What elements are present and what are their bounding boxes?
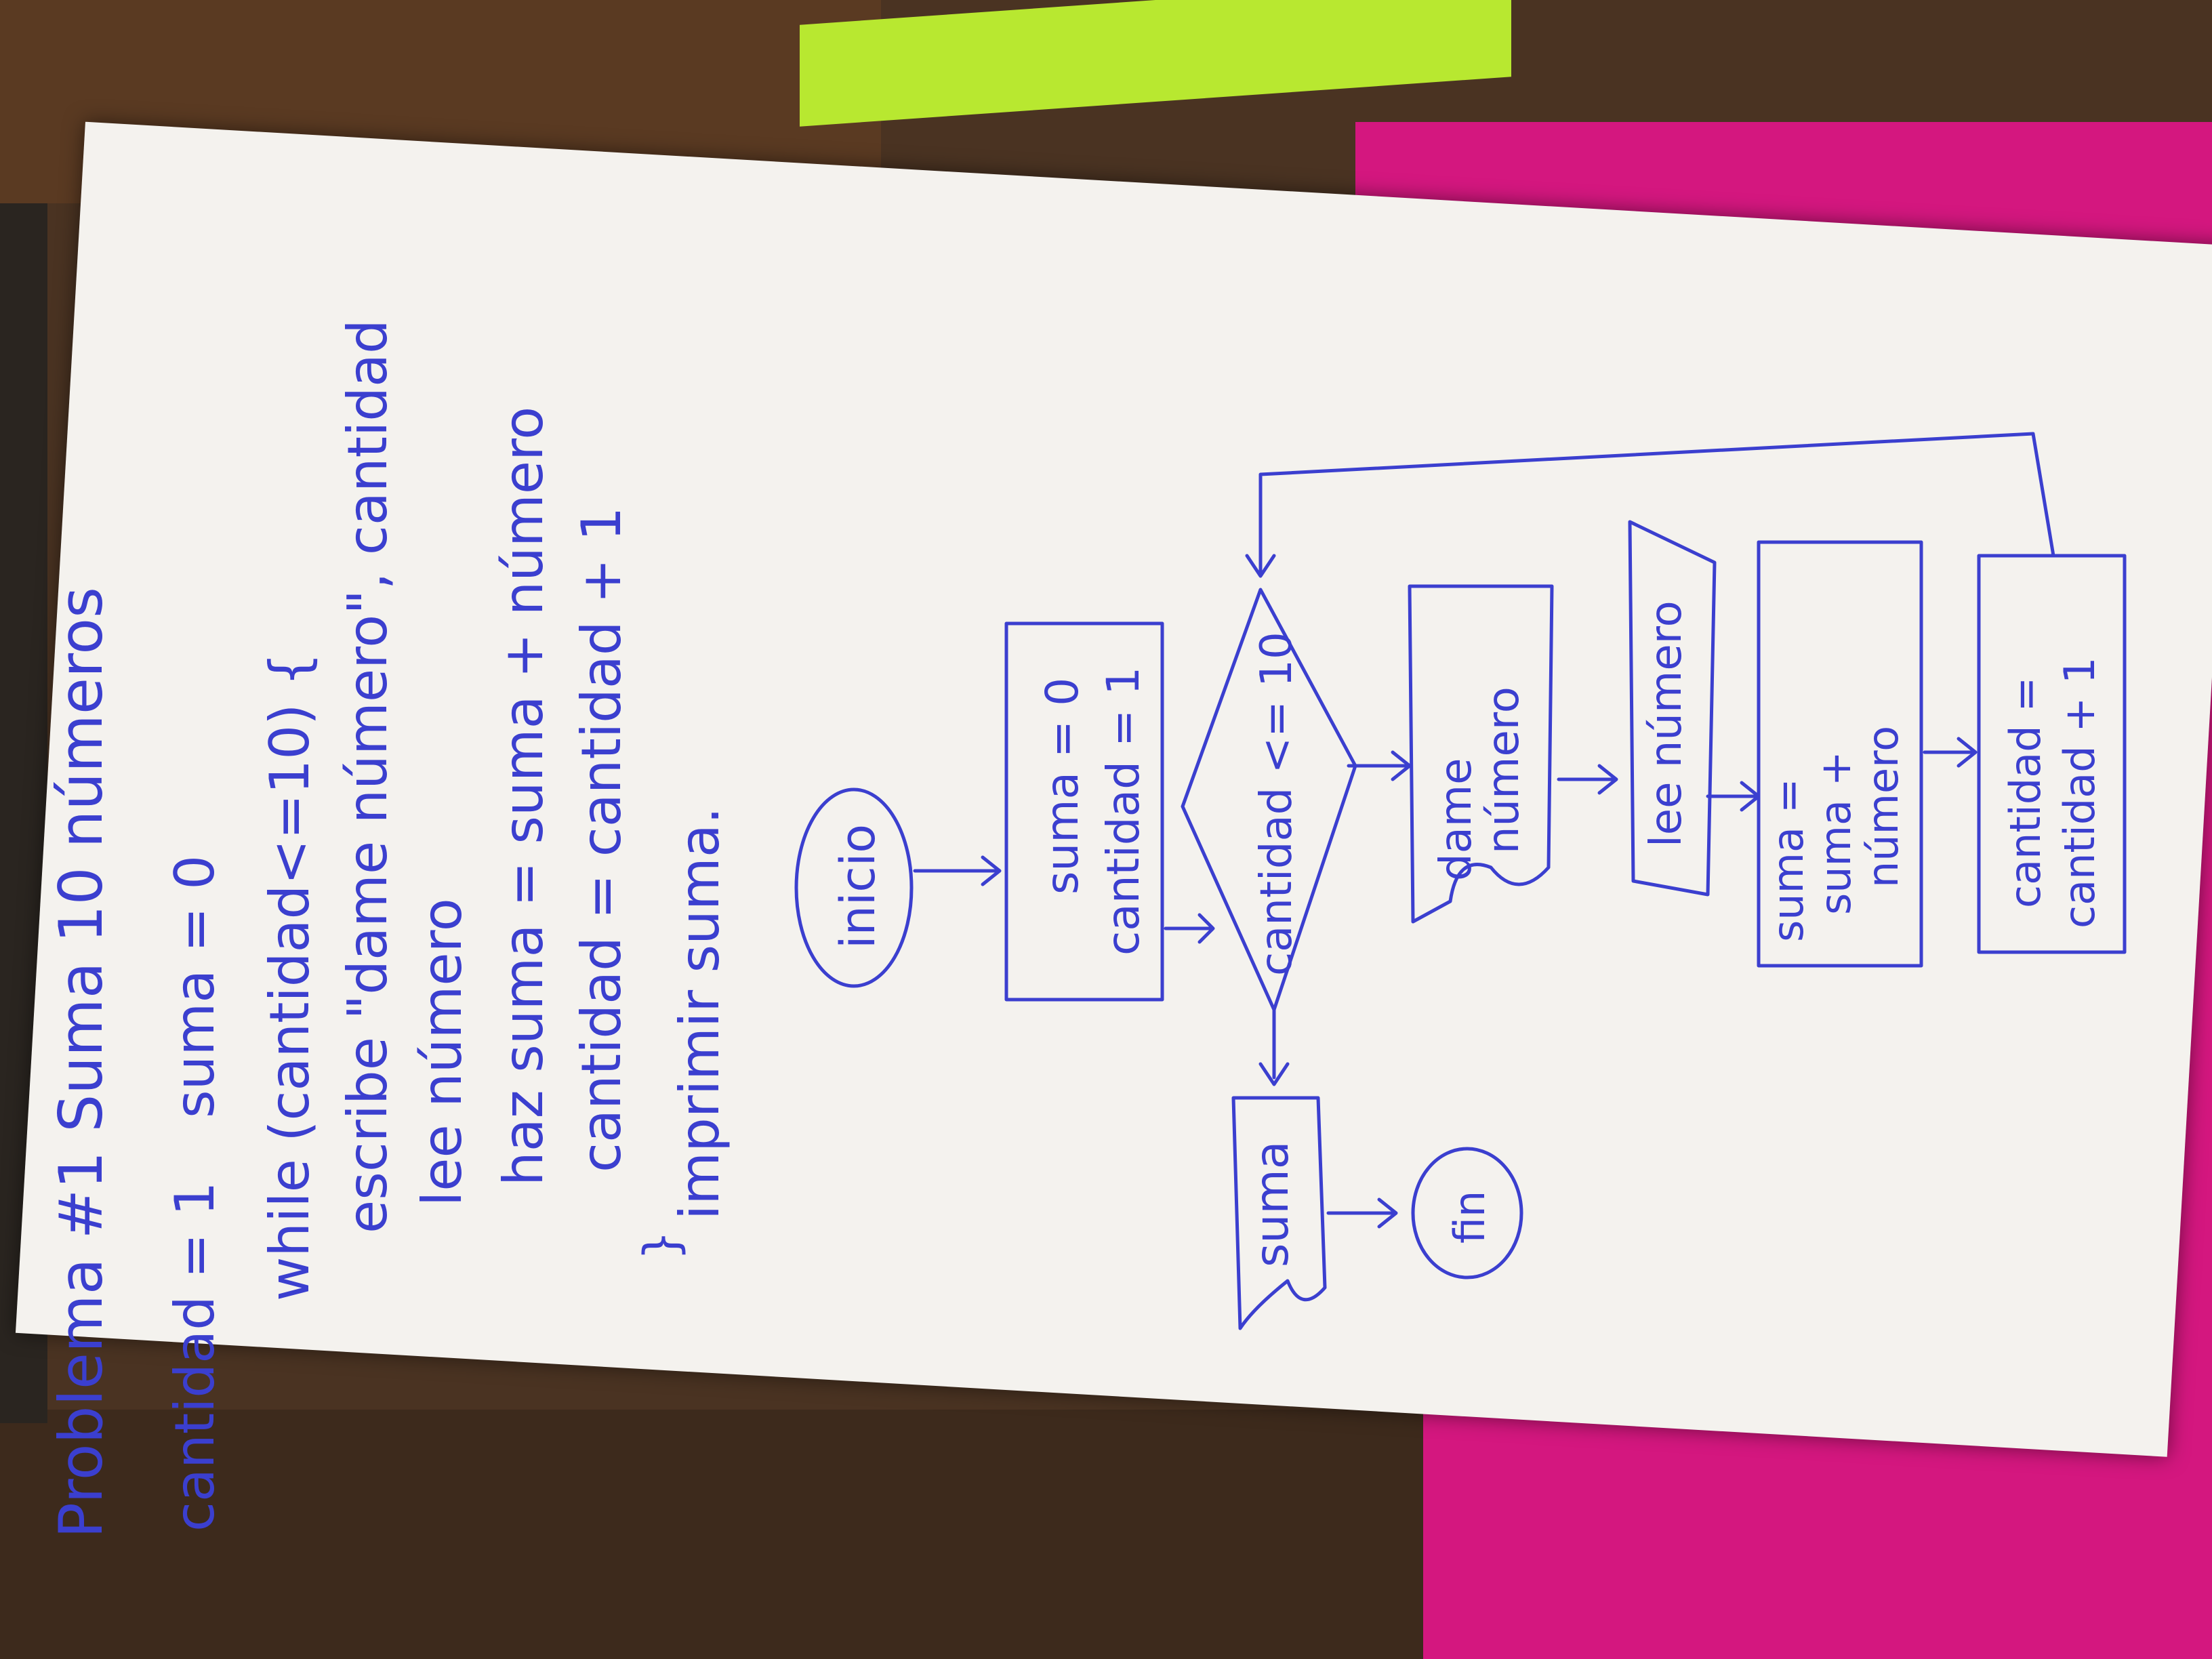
code-line-lee: lee número [411,898,474,1206]
code-line-cantidad-init: cantidad = 1 [163,1181,226,1532]
flowchart: inicio suma = 0 cantidad = 1 cantidad <=… [794,432,2127,1330]
output-display [1231,1096,1327,1330]
start-label: inicio [830,824,886,949]
inc-label-1: cantidad = [2001,677,2050,908]
read-input [1628,520,1717,897]
arrow-loop-back [1245,432,2055,578]
arrow-start-to-init [913,855,1002,886]
code-line-suma-init: suma = 0 [163,855,226,1118]
sum-label-2: suma + [1811,751,1860,915]
arrow-prompt-to-read [1557,764,1618,795]
init-process [1004,621,1164,1002]
arrow-output-to-end [1326,1197,1398,1229]
output-label: suma [1246,1141,1299,1267]
start-terminal [794,787,914,988]
code-title: Problema #1 Suma 10 números [46,587,116,1538]
sum-label-1: suma = [1763,778,1813,942]
arrow-read-to-sum [1706,781,1761,812]
init-label-2: cantidad = 1 [1097,667,1149,956]
sum-label-3: número [1858,726,1908,888]
code-line-cantidad-inc: cantidad = cantidad + 1 [570,507,633,1172]
code-line-haz: haz suma = suma + número [492,407,555,1186]
end-terminal [1411,1147,1523,1279]
wood-background-bottom [0,1410,1423,1659]
arrow-decision-to-prompt [1347,750,1412,781]
arrow-init-to-decision [1164,913,1215,944]
inc-label-2: cantidad + 1 [2055,657,2104,928]
read-label: lee número [1641,600,1692,847]
sum-process [1757,540,1923,968]
arrow-decision-exit [1258,1008,1290,1086]
end-label: fin [1445,1191,1494,1244]
arrow-sum-to-inc [1923,737,1978,768]
code-line-while: while (cantidad<=10) { [258,652,321,1301]
pseudocode-block: Problema #1 Suma 10 números cantidad = 1… [46,319,731,1538]
code-line-imprimir: imprimir suma. [668,807,731,1220]
code-line-close-brace: } [634,1230,689,1261]
decision-label: cantidad <= 10 [1252,632,1302,976]
init-label-1: suma = 0 [1036,678,1088,895]
prompt-label-1: dame [1431,758,1481,881]
code-line-escribe: escribe "dame número", cantidad [336,319,399,1233]
prompt-display [1408,584,1554,924]
prompt-label-2: número [1479,687,1529,854]
